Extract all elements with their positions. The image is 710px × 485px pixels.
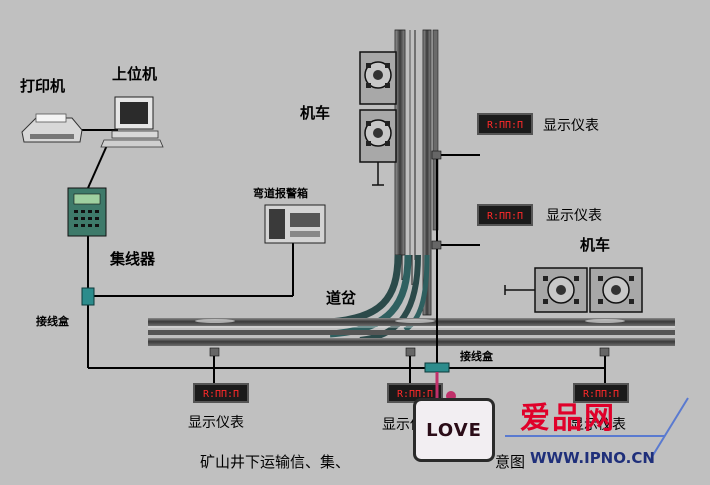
watermark-url: WWW.IPNO.CN	[530, 449, 655, 467]
display-meter-2: R:ПП:П	[477, 204, 533, 226]
vertical-track	[394, 29, 439, 316]
junction-box-bottom-label: 接线盒	[460, 350, 493, 363]
svg-text:R:ПП:П: R:ПП:П	[583, 389, 619, 400]
svg-text:R:ПП:П: R:ПП:П	[203, 389, 239, 400]
curve-alarm-box-icon	[264, 204, 326, 244]
diagram-caption: 矿山井下运输信、集、	[200, 453, 351, 471]
locomotive-right-2	[589, 267, 643, 313]
svg-text:R:ПП:П: R:ПП:П	[487, 211, 523, 222]
love-badge-text: LOVE	[426, 419, 482, 441]
track-sensors	[209, 150, 610, 357]
locomotive-top-1	[359, 51, 397, 105]
svg-text:R:ПП:П: R:ПП:П	[397, 389, 433, 400]
locomotive-right-label: 机车	[580, 236, 611, 254]
locomotive-top-2	[359, 109, 397, 186]
host-pc-label: 上位机	[112, 65, 158, 83]
display-3-label: 显示仪表	[188, 415, 244, 431]
curve-alarm-box-label: 弯道报警箱	[253, 187, 308, 200]
printer-icon	[21, 113, 83, 143]
concentrator-label: 集线器	[110, 250, 156, 268]
display-1-label: 显示仪表	[543, 118, 599, 134]
display-2-label: 显示仪表	[546, 208, 602, 224]
concentrator-icon	[67, 187, 107, 237]
switch-label: 道岔	[326, 289, 357, 307]
junction-box-left	[81, 287, 95, 306]
bus-wires	[75, 129, 606, 385]
svg-text:R:ПП:П: R:ПП:П	[487, 120, 523, 131]
printer-label: 打印机	[20, 77, 66, 95]
display-meter-3: R:ПП:П	[193, 383, 249, 403]
watermark-site-name: 爱品网	[520, 401, 616, 436]
horizontal-track	[148, 318, 675, 346]
junction-box-left-label: 接线盒	[36, 315, 69, 328]
display-meter-5: R:ПП:П	[573, 383, 629, 403]
display-meter-1: R:ПП:П	[477, 113, 533, 135]
love-badge: LOVE	[413, 398, 495, 462]
diagram-caption-tail: 意图	[495, 453, 526, 471]
locomotive-right-1	[504, 267, 588, 313]
locomotive-top-label: 机车	[300, 104, 331, 122]
junction-box-bottom	[424, 362, 450, 373]
host-pc-icon	[100, 96, 164, 148]
display-5-label: 显示仪表	[570, 417, 626, 433]
